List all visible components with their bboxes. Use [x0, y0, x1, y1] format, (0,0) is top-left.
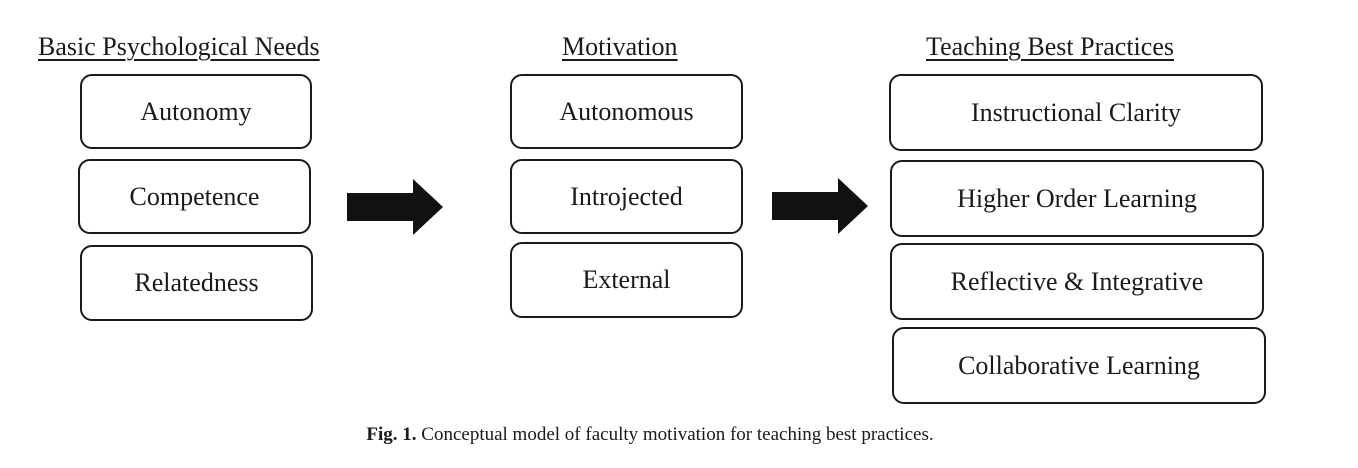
box-higher-order-learning: Higher Order Learning	[890, 160, 1264, 237]
arrow-right-icon	[772, 178, 868, 234]
box-relatedness: Relatedness	[80, 245, 313, 321]
box-competence: Competence	[78, 159, 311, 234]
column-heading-teaching-best-practices: Teaching Best Practices	[926, 32, 1174, 61]
box-instructional-clarity: Instructional Clarity	[889, 74, 1263, 151]
box-autonomous: Autonomous	[510, 74, 743, 149]
figure-caption-label: Fig. 1.	[366, 424, 417, 445]
figure-caption: Fig. 1. Conceptual model of faculty moti…	[0, 424, 1300, 446]
arrow-right-icon	[347, 179, 443, 235]
figure-caption-text: Conceptual model of faculty motivation f…	[421, 424, 934, 445]
box-external: External	[510, 242, 743, 318]
box-reflective-integrative: Reflective & Integrative	[890, 243, 1264, 320]
box-collaborative-learning: Collaborative Learning	[892, 327, 1266, 404]
column-heading-motivation: Motivation	[562, 32, 678, 61]
box-autonomy: Autonomy	[80, 74, 312, 149]
box-introjected: Introjected	[510, 159, 743, 234]
column-heading-basic-psychological-needs: Basic Psychological Needs	[38, 32, 320, 61]
